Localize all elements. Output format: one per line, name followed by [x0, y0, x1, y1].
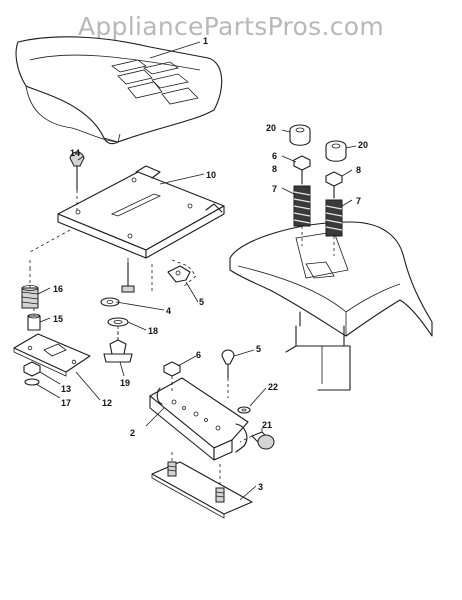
- part-pivot-bracket: [149, 377, 249, 461]
- callout-6-upper: 6: [272, 151, 277, 161]
- seat-panels: [111, 59, 199, 105]
- callout-12: 12: [102, 398, 112, 408]
- part-shoulder-bolt: [239, 431, 275, 450]
- part-clip-left: [167, 259, 197, 287]
- part-bolt-8-left: [293, 155, 311, 185]
- part-spring-7-left: [293, 185, 311, 246]
- callout-20-right: 20: [358, 140, 368, 150]
- part-bushing: [27, 308, 41, 331]
- part-bolt-8-right: [325, 171, 343, 199]
- part-washer-18: [107, 317, 129, 340]
- callout-labels: 1 2 3 4 5 5 6 6 7 7 8 8 10 12 13 14 15 1…: [53, 36, 368, 492]
- part-nut-17: [24, 378, 40, 386]
- callout-17: 17: [61, 398, 71, 408]
- callout-6-lower: 6: [196, 350, 201, 360]
- callout-7-right: 7: [356, 196, 361, 206]
- part-clevis: [103, 330, 133, 363]
- callout-3: 3: [258, 482, 263, 492]
- callout-7-left: 7: [272, 184, 277, 194]
- part-washer-22: [237, 406, 251, 414]
- callout-1: 1: [203, 36, 208, 46]
- part-nut-6-lower: [163, 361, 181, 392]
- callout-5-lower: 5: [256, 344, 261, 354]
- callout-22: 22: [268, 382, 278, 392]
- part-seat: [15, 36, 223, 145]
- callout-8-left: 8: [272, 164, 277, 174]
- callout-15: 15: [53, 314, 63, 324]
- part-pivot-bolt: [121, 258, 135, 293]
- callout-19: 19: [120, 378, 130, 388]
- callout-4: 4: [166, 306, 171, 316]
- part-washer-4: [100, 297, 120, 307]
- callout-2: 2: [130, 428, 135, 438]
- callout-10: 10: [206, 170, 216, 180]
- part-nut-13: [23, 361, 41, 377]
- callout-21: 21: [262, 420, 272, 430]
- callout-8-right: 8: [356, 165, 361, 175]
- part-seat-pan: [57, 165, 225, 259]
- callout-5-left: 5: [199, 297, 204, 307]
- part-spring-7-right: [325, 199, 343, 256]
- callout-14: 14: [70, 148, 80, 158]
- part-clip-lower: [221, 349, 235, 398]
- leader-lines: [35, 41, 357, 501]
- part-spacer-20-left: [289, 124, 311, 146]
- callout-16: 16: [53, 284, 63, 294]
- part-fender: [229, 221, 433, 391]
- callout-13: 13: [61, 384, 71, 394]
- part-knob-bolt: [69, 151, 85, 210]
- callout-20-left: 20: [266, 123, 276, 133]
- part-bottom-plate: [151, 452, 253, 519]
- callout-18: 18: [148, 326, 158, 336]
- part-spring-left: [21, 268, 39, 309]
- assembly-guide-lines: [29, 229, 153, 292]
- part-spacer-20-right: [325, 140, 347, 162]
- part-bracket-plate: [13, 333, 91, 377]
